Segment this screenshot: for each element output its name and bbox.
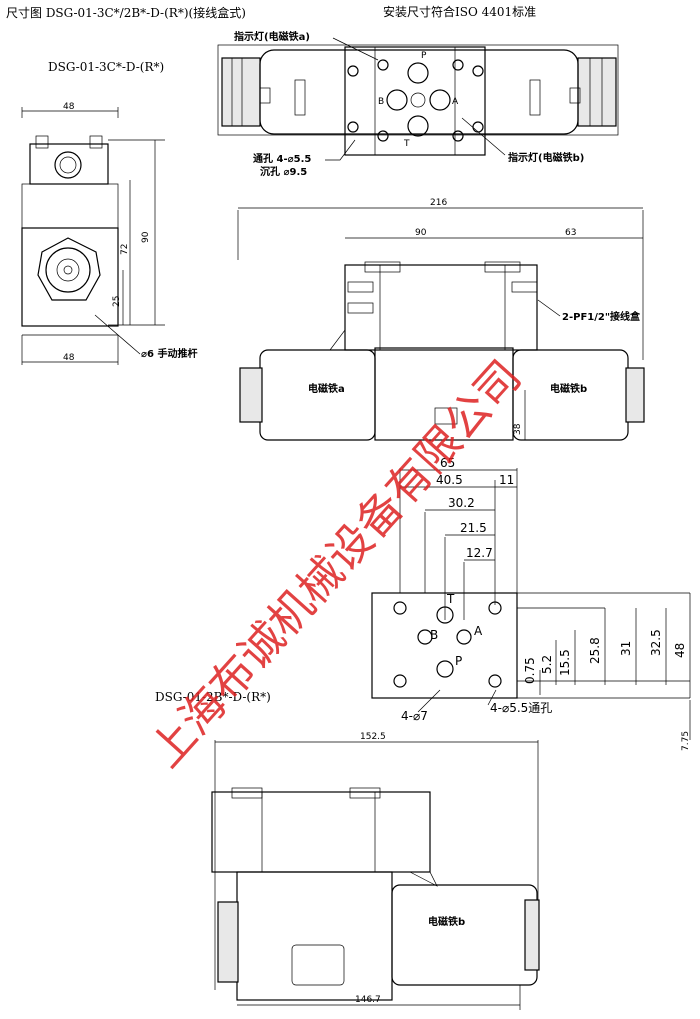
dim-d21-5: 21.5 [460, 521, 487, 535]
through-hole-label: 通孔 4-⌀5.5 [253, 152, 311, 165]
dim-w63: 63 [565, 228, 576, 238]
top-port-p: P [421, 51, 427, 61]
dim-w152-5: 152.5 [360, 732, 386, 742]
dim-d12-7: 12.7 [466, 546, 493, 560]
holes-55-label: 4-⌀5.5通孔 [490, 701, 552, 715]
indicator-a-label: 指示灯(电磁铁a) [234, 30, 310, 43]
dim-w90: 90 [415, 228, 427, 238]
dim-w146-7: 146.7 [355, 995, 381, 1005]
solenoid-b-label-2b: 电磁铁b [428, 915, 465, 928]
dim-d25-8: 25.8 [588, 637, 602, 664]
top-port-t: T [403, 139, 410, 149]
mounting-pattern: 65 40.5 11 30.2 21.5 12.7 T B A P 0.75 [371, 456, 691, 751]
solenoid-b-label: 电磁铁b [550, 382, 587, 395]
dim-d31: 31 [619, 641, 633, 656]
holes-7-label: 4-⌀7 [401, 709, 428, 723]
dim-h38: 38 [513, 423, 523, 435]
dim-d11: 11 [499, 473, 514, 487]
solenoid-a-label: 电磁铁a [308, 382, 345, 395]
front-view-2b: 152.5 电磁铁b 146.7 [211, 732, 540, 1010]
model-2b-title: DSG-01-2B*-D-(R*) [155, 690, 271, 704]
model-3c-title: DSG-01-3C*-D-(R*) [48, 60, 164, 74]
indicator-b-label: 指示灯(电磁铁b) [508, 151, 584, 164]
dim-d48: 48 [673, 643, 687, 658]
dim-d7-75: 7.75 [681, 731, 691, 751]
dim-d30-2: 30.2 [448, 496, 475, 510]
top-port-a: A [452, 97, 459, 107]
manual-push-label: ⌀6 手动推杆 [141, 347, 197, 360]
junction-box-label: 2-PF1/2"接线盒 [562, 310, 641, 323]
top-view: P B A T 指示灯(电磁铁a) 指示灯(电磁铁b) 通孔 4-⌀5.5 沉孔… [217, 30, 619, 178]
dim-d65: 65 [440, 456, 455, 470]
top-port-b: B [378, 97, 384, 107]
dim-d15-5: 15.5 [558, 649, 572, 676]
dim-d5-2: 5.2 [540, 655, 554, 674]
company-watermark: 上海布诚机械设备有限公司 [140, 351, 531, 778]
dim-w48-bot: 48 [63, 353, 75, 363]
standard-note: 安装尺寸符合ISO 4401标准 [383, 4, 536, 19]
front-view-3c: 216 90 63 电磁铁a 电磁铁b 38 2-PF1/2"接线盒 [237, 198, 645, 441]
dim-d32-5: 32.5 [649, 629, 663, 656]
mp-port-b: B [430, 628, 438, 642]
dim-h90: 90 [141, 231, 151, 243]
dim-d40-5: 40.5 [436, 473, 463, 487]
dim-h25: 25 [112, 296, 122, 307]
mp-port-t: T [446, 592, 455, 606]
mp-port-a: A [474, 624, 483, 638]
counterbore-label: 沉孔 ⌀9.5 [260, 165, 307, 178]
mp-port-p: P [455, 654, 462, 668]
main-title: 尺寸图 DSG-01-3C*/2B*-D-(R*)(接线盒式) [6, 5, 246, 20]
dim-w48-top: 48 [63, 102, 75, 112]
dim-w216: 216 [430, 198, 447, 208]
side-view: 48 90 72 25 48 ⌀6 手动推杆 [21, 102, 197, 365]
dim-d0-75: 0.75 [523, 657, 537, 684]
dim-h72: 72 [120, 244, 130, 255]
